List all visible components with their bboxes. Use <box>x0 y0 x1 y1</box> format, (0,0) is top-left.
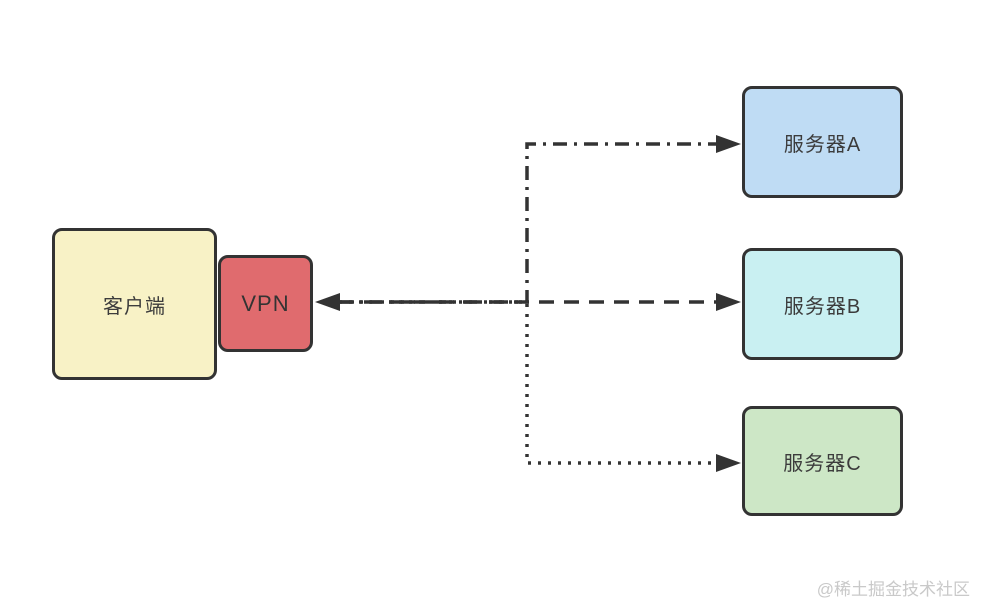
watermark: @稀土掘金技术社区 <box>816 580 970 599</box>
arrowhead-into-vpn <box>315 293 340 311</box>
arrowhead-into-server-a <box>716 135 741 153</box>
server-b-node: 服务器B <box>742 248 903 360</box>
arrowhead-into-server-b <box>716 293 741 311</box>
vpn-node: VPN <box>218 255 313 352</box>
server-a-node: 服务器A <box>742 86 903 198</box>
connector-vpn-server-a <box>339 142 716 304</box>
vpn-node-label: VPN <box>241 290 290 316</box>
server-c-node-label: 服务器C <box>783 452 862 475</box>
server-b-node-label: 服务器B <box>783 295 862 318</box>
connector-vpn-server-c <box>339 300 716 465</box>
client-node: 客户端 <box>52 228 217 380</box>
server-a-node-label: 服务器A <box>783 133 862 156</box>
server-c-node: 服务器C <box>742 406 903 516</box>
client-node-label: 客户端 <box>103 295 166 318</box>
arrowhead-into-server-c <box>716 454 741 472</box>
